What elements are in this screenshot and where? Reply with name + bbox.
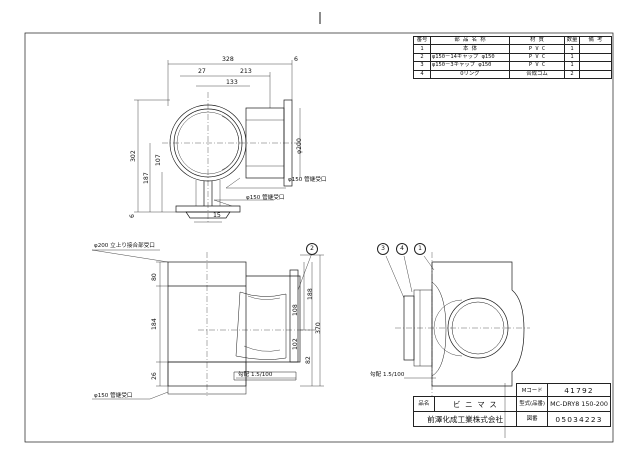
dim-top-span: 213	[240, 68, 252, 75]
cell-remarks	[579, 61, 612, 71]
name-label: 品名	[413, 396, 435, 412]
front-view	[91, 249, 324, 400]
cell-qty: 2	[564, 69, 580, 79]
dim-height-upper: 187	[143, 172, 150, 184]
company-name: 前澤化成工業株式会社	[412, 411, 518, 427]
note-bottom-outlet: φ150 管継受口	[246, 195, 285, 201]
dim-front-82: 82	[305, 356, 312, 364]
cell-qty: 1	[564, 61, 580, 71]
dim-top-right: 6	[294, 56, 298, 63]
dim-front-80: 80	[151, 273, 158, 281]
table-row: 3 φ150－3キャップ φ150 P V C 1	[413, 61, 612, 71]
dim-front-188: 188	[307, 288, 314, 300]
table-row: 1 本 体 P V C 1	[413, 44, 612, 54]
cell-remarks	[579, 44, 612, 54]
balloon-part-4: 4	[396, 243, 408, 255]
drawing-frame	[24, 32, 614, 443]
side-view	[385, 252, 530, 396]
dim-height-center: 107	[155, 154, 162, 166]
dim-height-total: 302	[130, 150, 137, 162]
cell-no: 4	[413, 69, 431, 79]
dim-front-102: 102	[292, 338, 299, 350]
cell-no: 2	[413, 52, 431, 63]
dim-front-26: 26	[151, 372, 158, 380]
cell-qty: 1	[564, 52, 580, 63]
cell-material: P V C	[509, 52, 565, 63]
cell-name: φ150－3キャップ φ150	[430, 61, 510, 71]
cell-remarks	[579, 52, 612, 63]
note-front-bottom-outlet: φ150 管継受口	[94, 393, 133, 399]
cell-name: Oリング	[430, 69, 510, 79]
model-label: 型式(品番)	[516, 396, 549, 412]
dim-mid-span: 133	[226, 79, 238, 86]
cell-material: P V C	[509, 44, 565, 54]
parts-table-header: 番号 部 品 名 称 材 質 数量 備 考	[413, 35, 612, 46]
cell-remarks	[579, 69, 612, 79]
balloon-part-2: 2	[306, 243, 318, 255]
dim-front-184: 184	[151, 318, 158, 330]
dim-base-offset: 6	[129, 214, 136, 218]
dim-top-width: 328	[222, 56, 234, 63]
cell-name: φ150－14キャップ φ150	[430, 52, 510, 63]
cell-material: 合成ゴム	[509, 69, 565, 79]
header-qty: 数量	[564, 35, 580, 46]
cell-no: 3	[413, 61, 431, 71]
header-no: 番号	[413, 35, 431, 46]
cell-no: 1	[413, 44, 431, 54]
cell-name: 本 体	[430, 44, 510, 54]
dim-top-left-offset: 27	[198, 68, 206, 75]
header-remarks: 備 考	[579, 35, 612, 46]
note-side-outlet: φ150 管継受口	[288, 177, 327, 183]
drawing-number: 05034223	[547, 411, 611, 427]
parts-table: 番号 部 品 名 称 材 質 数量 備 考 1 本 体 P V C 1 2 φ1…	[413, 35, 612, 79]
note-slope-front: 勾配 1.5/100	[238, 372, 273, 378]
drawing-no-label: 図番	[516, 411, 549, 427]
title-block: Mコード 41792 品名 ビ ニ マ ス 型式(品番) MC-DRY8 150…	[412, 383, 611, 427]
name-value: ビ ニ マ ス	[433, 396, 518, 412]
dim-right-dia: φ200	[296, 138, 303, 154]
model-value: MC-DRY8 150-200	[547, 396, 611, 412]
m-code-value: 41792	[547, 383, 611, 397]
note-slope-side: 勾配 1.5/100	[370, 372, 405, 378]
balloon-part-3: 3	[377, 243, 389, 255]
plan-view	[134, 60, 301, 223]
balloon-part-1: 1	[414, 243, 426, 255]
m-code-label: Mコード	[516, 383, 549, 397]
cell-qty: 1	[564, 44, 580, 54]
table-row: 2 φ150－14キャップ φ150 P V C 1	[413, 52, 612, 63]
dim-base-width: 15	[213, 212, 221, 219]
dim-front-370: 370	[315, 322, 322, 334]
header-name: 部 品 名 称	[430, 35, 510, 46]
dim-front-108: 108	[292, 304, 299, 316]
table-row: 4 Oリング 合成ゴム 2	[413, 69, 612, 79]
note-front-top: φ200 立上り接合部受口	[94, 243, 155, 249]
header-material: 材 質	[509, 35, 565, 46]
cell-material: P V C	[509, 61, 565, 71]
